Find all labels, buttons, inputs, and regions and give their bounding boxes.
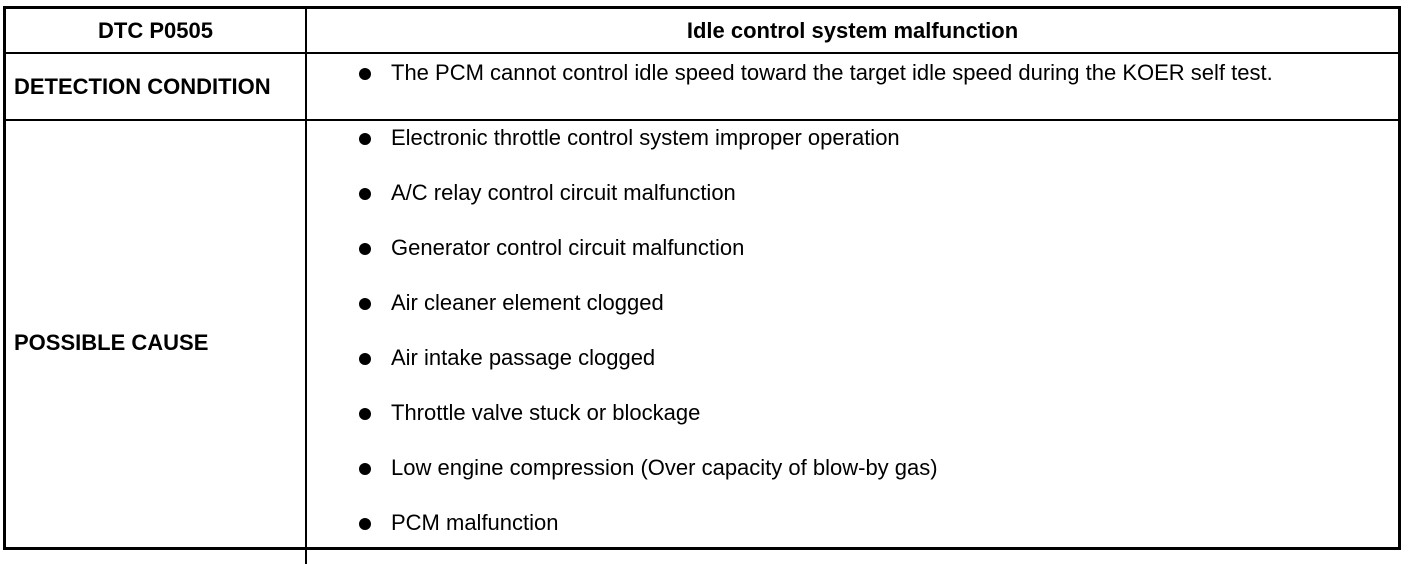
possible-cause-cell: Electronic throttle control system impro… [307,121,1398,564]
detection-condition-cell: The PCM cannot control idle speed toward… [307,54,1398,121]
list-item: Air cleaner element clogged [307,289,1398,344]
list-item-text: The PCM cannot control idle speed toward… [391,60,1273,85]
list-item: Generator control circuit malfunction [307,234,1398,289]
bullet-icon [359,243,371,255]
list-item: Low engine compression (Over capacity of… [307,454,1398,509]
list-item-text: Low engine compression (Over capacity of… [391,455,938,480]
list-item: The PCM cannot control idle speed toward… [307,59,1398,87]
possible-cause-list: Electronic throttle control system impro… [307,124,1398,564]
bullet-icon [359,188,371,200]
list-item-text: PCM malfunction [391,510,559,535]
detection-condition-label: DETECTION CONDITION [6,54,307,121]
bullet-icon [359,463,371,475]
bullet-icon [359,353,371,365]
list-item: Electronic throttle control system impro… [307,124,1398,179]
list-item: A/C relay control circuit malfunction [307,179,1398,234]
list-item: PCM malfunction [307,509,1398,564]
detection-condition-list: The PCM cannot control idle speed toward… [307,59,1398,87]
list-item-text: Throttle valve stuck or blockage [391,400,701,425]
dtc-table: DTC P0505 Idle control system malfunctio… [3,6,1401,564]
list-item: Throttle valve stuck or blockage [307,399,1398,454]
bullet-icon [359,518,371,530]
list-item-text: Air intake passage clogged [391,345,656,370]
list-item-text: A/C relay control circuit malfunction [391,180,736,205]
list-item-text: Electronic throttle control system impro… [391,125,900,150]
list-item-text: Generator control circuit malfunction [391,235,745,260]
bullet-icon [359,408,371,420]
bullet-icon [359,298,371,310]
list-item: Air intake passage clogged [307,344,1398,399]
list-item-text: Air cleaner element clogged [391,290,664,315]
bullet-icon [359,68,371,80]
dtc-code-header: DTC P0505 [6,9,307,54]
possible-cause-label: POSSIBLE CAUSE [6,121,307,564]
bullet-icon [359,133,371,145]
dtc-title-header: Idle control system malfunction [307,9,1398,54]
